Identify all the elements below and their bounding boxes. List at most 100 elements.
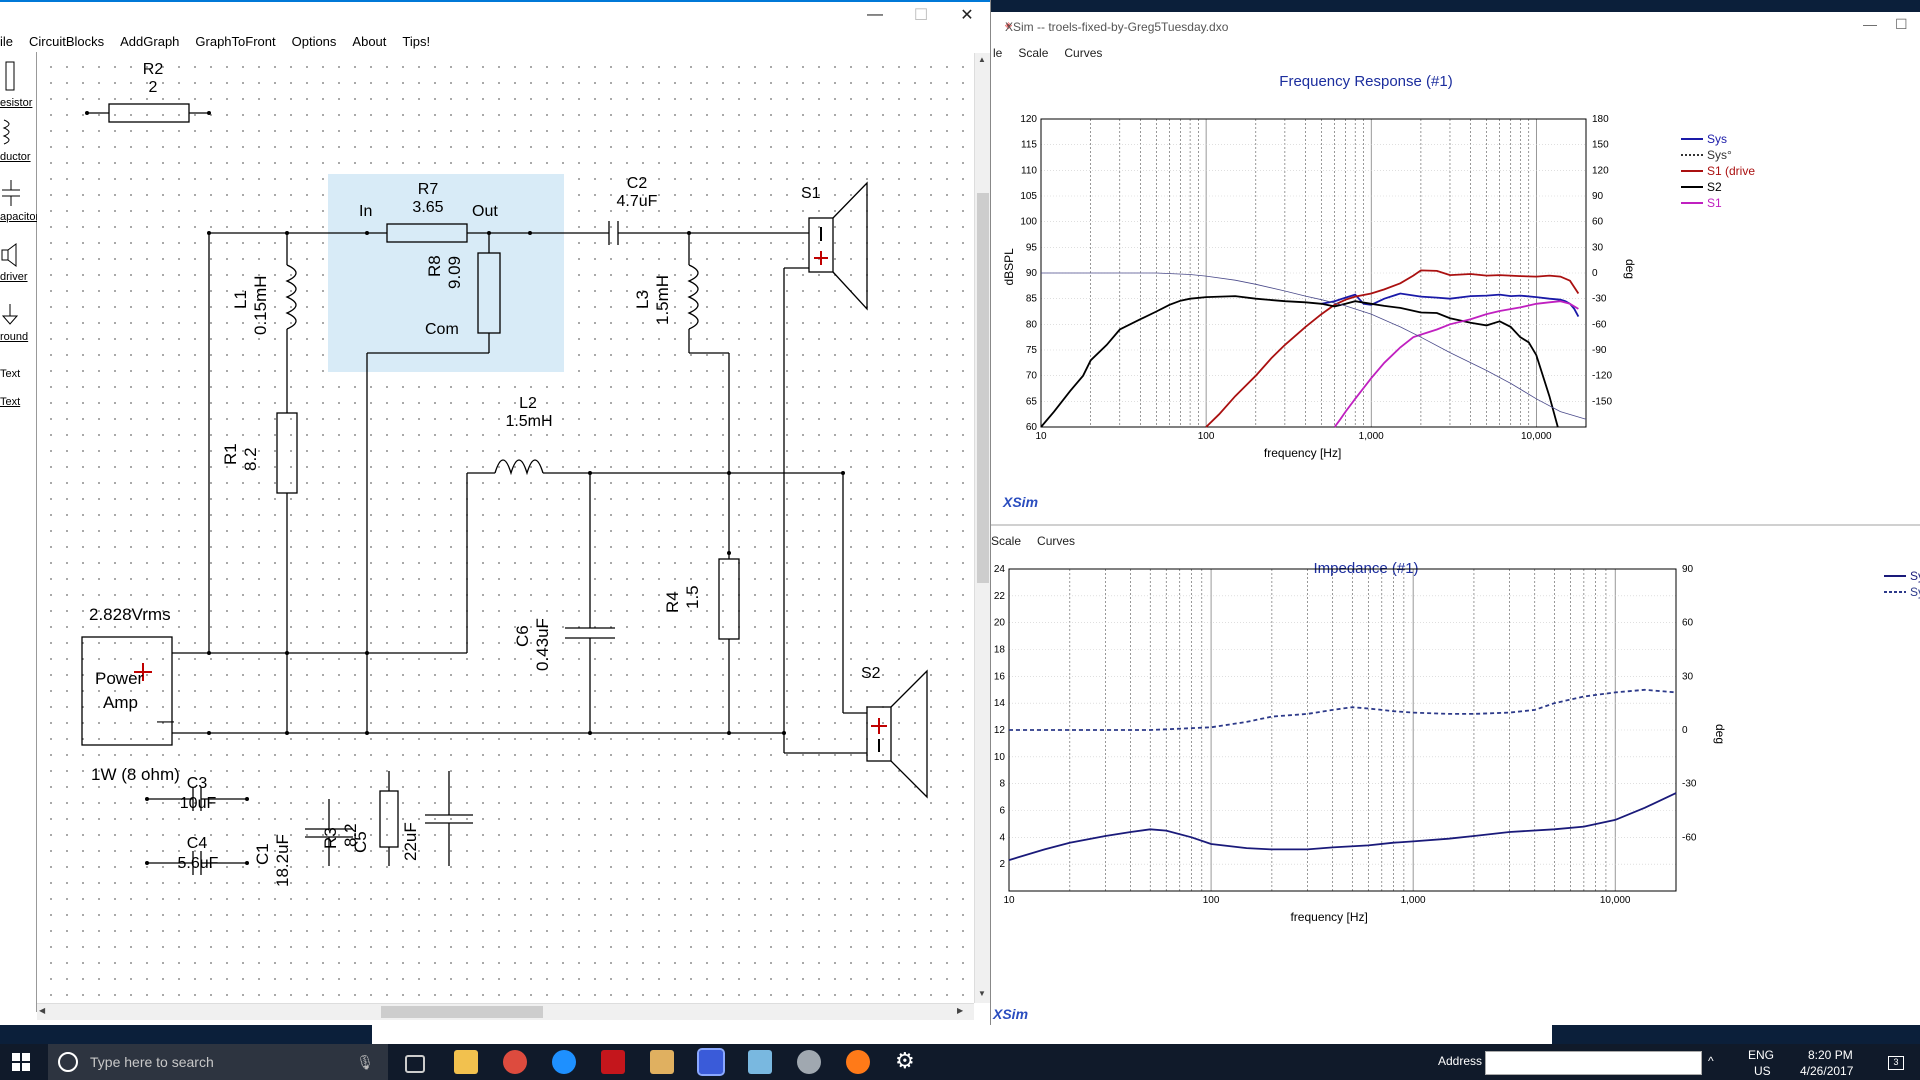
legend-label: Sy	[1910, 585, 1920, 599]
c6-value-text: 0.43uF	[533, 618, 552, 671]
menu-about[interactable]: About	[352, 33, 387, 49]
file-explorer-icon[interactable]	[454, 1050, 478, 1074]
imp-menu-scale[interactable]: Scale	[991, 534, 1022, 548]
xsim-task-icon[interactable]	[697, 1048, 725, 1076]
menu-file[interactable]: ile	[0, 33, 14, 49]
windows-start-icon[interactable]	[12, 1053, 30, 1071]
settings-gear-icon[interactable]: ⚙	[895, 1048, 915, 1073]
fr-menu-file[interactable]: le	[993, 46, 1003, 60]
y-tick-label: 65	[1026, 396, 1038, 407]
r1-name: R1	[221, 443, 241, 465]
x-tick-label: 1,000	[1401, 895, 1426, 906]
y-tick-label: 110	[1021, 165, 1037, 176]
y2-tick-label: 150	[1592, 140, 1609, 151]
y-tick-label: 10	[994, 752, 1006, 763]
palette-resistor[interactable]: esistor	[0, 60, 36, 109]
app-icon: ◈	[1005, 20, 1012, 30]
horizontal-scrollbar[interactable]: ◀ ▶	[37, 1003, 974, 1020]
l3-name-text: L3	[633, 290, 652, 309]
notifications-icon[interactable]: 3	[1888, 1056, 1904, 1070]
scroll-up-icon[interactable]: ▲	[978, 55, 986, 64]
horizontal-scroll-thumb[interactable]	[381, 1006, 543, 1018]
series-line-4	[1333, 300, 1579, 428]
y-tick-label: 90	[1026, 268, 1038, 279]
y-tick-label: 8	[999, 779, 1005, 790]
imp-menu-curves[interactable]: Curves	[1037, 534, 1076, 548]
address-input[interactable]	[1485, 1051, 1702, 1075]
c1-value: 18.2uF	[273, 834, 293, 887]
capacitor-icon	[2, 180, 20, 206]
y2-tick-label: -30	[1592, 294, 1607, 305]
palette-capacitor[interactable]: apacitor	[0, 178, 39, 223]
series-line-5	[1041, 272, 1587, 420]
menu-circuitblocks[interactable]: CircuitBlocks	[29, 33, 105, 49]
palette-resistor-label: esistor	[0, 97, 33, 109]
palette-ground[interactable]: round	[0, 302, 36, 343]
palette-text[interactable]: Text	[0, 368, 36, 380]
scroll-right-icon[interactable]: ▶	[957, 1006, 964, 1015]
legend-label: S1	[1707, 196, 1722, 210]
acrobat-icon[interactable]	[601, 1050, 625, 1074]
c3-value: 10uF	[179, 795, 217, 812]
c3-name: C3	[186, 775, 208, 792]
taskbar: Type here to search 🎙 ⚙ Address ^ ENG US…	[0, 1044, 1920, 1080]
r4-name: R4	[663, 591, 683, 613]
palette-inductor[interactable]: ductor	[0, 118, 36, 163]
graph-maximize-button[interactable]: ☐	[1895, 16, 1908, 32]
palette-driver[interactable]: driver	[0, 242, 36, 283]
y-tick-label: 4	[999, 832, 1005, 843]
scroll-left-icon[interactable]: ◀	[39, 1006, 46, 1015]
close-button[interactable]: ✕	[960, 7, 974, 24]
y-tick-label: 70	[1026, 371, 1038, 382]
ground-icon	[1, 304, 19, 325]
menu-addgraph[interactable]: AddGraph	[120, 33, 180, 49]
search-box[interactable]: Type here to search 🎙	[48, 1044, 388, 1080]
app-icon-8[interactable]	[797, 1050, 821, 1074]
graph-minimize-button[interactable]: —	[1863, 16, 1877, 32]
scroll-down-icon[interactable]: ▼	[978, 989, 986, 998]
lang-top[interactable]: ENG	[1748, 1048, 1775, 1062]
menu-graphtofront[interactable]: GraphToFront	[195, 33, 276, 49]
vertical-scrollbar[interactable]: ▲ ▼	[974, 53, 991, 1003]
search-placeholder: Type here to search	[90, 1054, 214, 1070]
chrome-icon[interactable]	[503, 1050, 527, 1074]
app-icon-7[interactable]	[748, 1050, 772, 1074]
schematic-canvas[interactable]: R2 2 R7 3.65 In Out R8 9.09 Com C2 4.7uF…	[37, 53, 977, 1003]
fr-menu-bar: le Scale Curves	[991, 44, 1110, 62]
c6-name: C6	[513, 625, 533, 647]
firefox-icon[interactable]	[846, 1050, 870, 1074]
r4-value: 1.5	[683, 585, 703, 609]
lang-bottom[interactable]: US	[1754, 1064, 1771, 1078]
palette-ground-label: round	[0, 331, 29, 343]
frequency-response-chart[interactable]: 6065707580859095100105110115120-150-120-…	[991, 72, 1920, 517]
clock-date[interactable]: 4/26/2017	[1800, 1064, 1854, 1078]
microphone-icon[interactable]: 🎙	[356, 1053, 374, 1070]
y-tick-label: 6	[999, 806, 1005, 817]
y2-tick-label: 90	[1682, 564, 1694, 575]
tray-up-icon[interactable]: ^	[1708, 1054, 1714, 1068]
palette-text-2[interactable]: Text	[0, 396, 36, 408]
window-accent-strip	[0, 0, 990, 2]
menu-options[interactable]: Options	[291, 33, 337, 49]
series-line-2	[1205, 269, 1580, 428]
caption-buttons: — ☐ ✕	[852, 0, 990, 30]
maximize-button[interactable]: ☐	[913, 7, 929, 24]
menu-tips[interactable]: Tips!	[402, 33, 431, 49]
app-icon-5[interactable]	[650, 1050, 674, 1074]
edge-icon[interactable]	[552, 1050, 576, 1074]
task-view-icon[interactable]	[405, 1055, 425, 1073]
fr-menu-scale[interactable]: Scale	[1018, 46, 1049, 60]
l3-value-text: 1.5mH	[653, 274, 672, 325]
minimize-button[interactable]: —	[867, 6, 883, 23]
r4-name-text: R4	[663, 591, 682, 613]
attenuator-block[interactable]	[328, 174, 564, 372]
y2-tick-label: 60	[1592, 217, 1604, 228]
clock-time[interactable]: 8:20 PM	[1808, 1048, 1853, 1062]
fr-menu-curves[interactable]: Curves	[1064, 46, 1103, 60]
y-tick-label: 14	[994, 698, 1006, 709]
vertical-scroll-thumb[interactable]	[977, 193, 989, 583]
l1-name: L1	[231, 290, 251, 309]
y2-tick-label: 0	[1592, 268, 1598, 279]
